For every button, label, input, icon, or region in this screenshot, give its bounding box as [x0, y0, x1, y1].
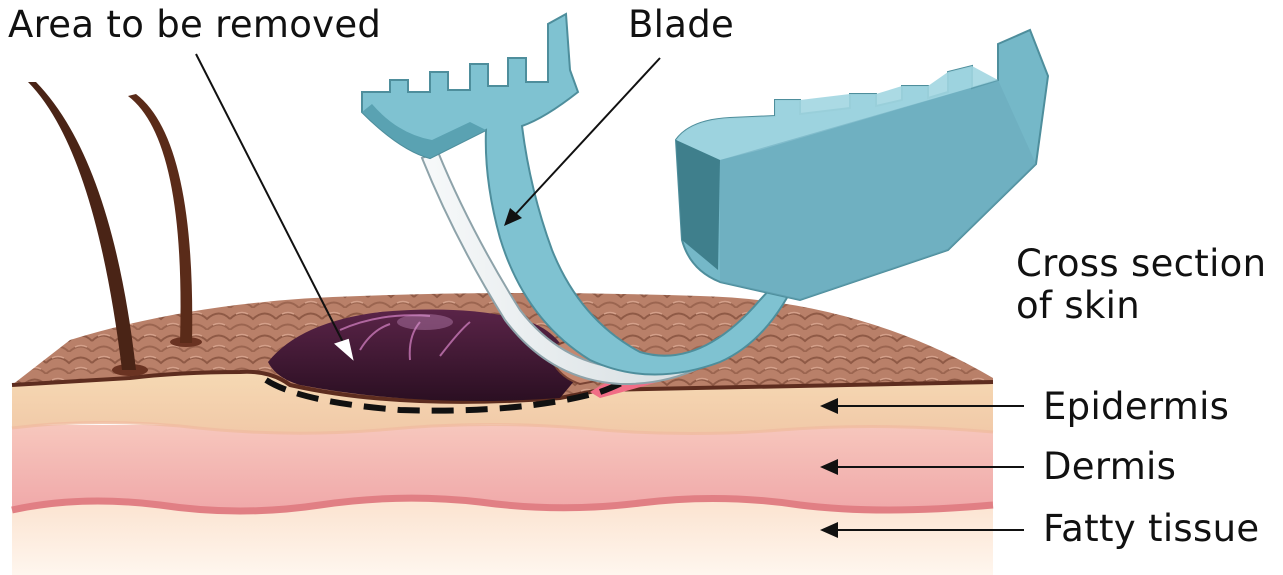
label-dermis: Dermis — [1043, 446, 1176, 488]
hair-1 — [28, 82, 136, 370]
label-cross-section: Cross section of skin — [1016, 243, 1266, 327]
label-cross-section-line1: Cross section — [1016, 243, 1266, 285]
label-epidermis: Epidermis — [1043, 386, 1229, 428]
blade-handle-right-side — [676, 140, 720, 270]
label-fatty-tissue: Fatty tissue — [1043, 508, 1259, 550]
label-area-to-be-removed: Area to be removed — [8, 4, 381, 46]
label-cross-section-line2: of skin — [1016, 285, 1266, 327]
hair-2 — [128, 94, 192, 343]
lesion-sheen — [397, 314, 453, 330]
label-blade: Blade — [628, 4, 734, 46]
